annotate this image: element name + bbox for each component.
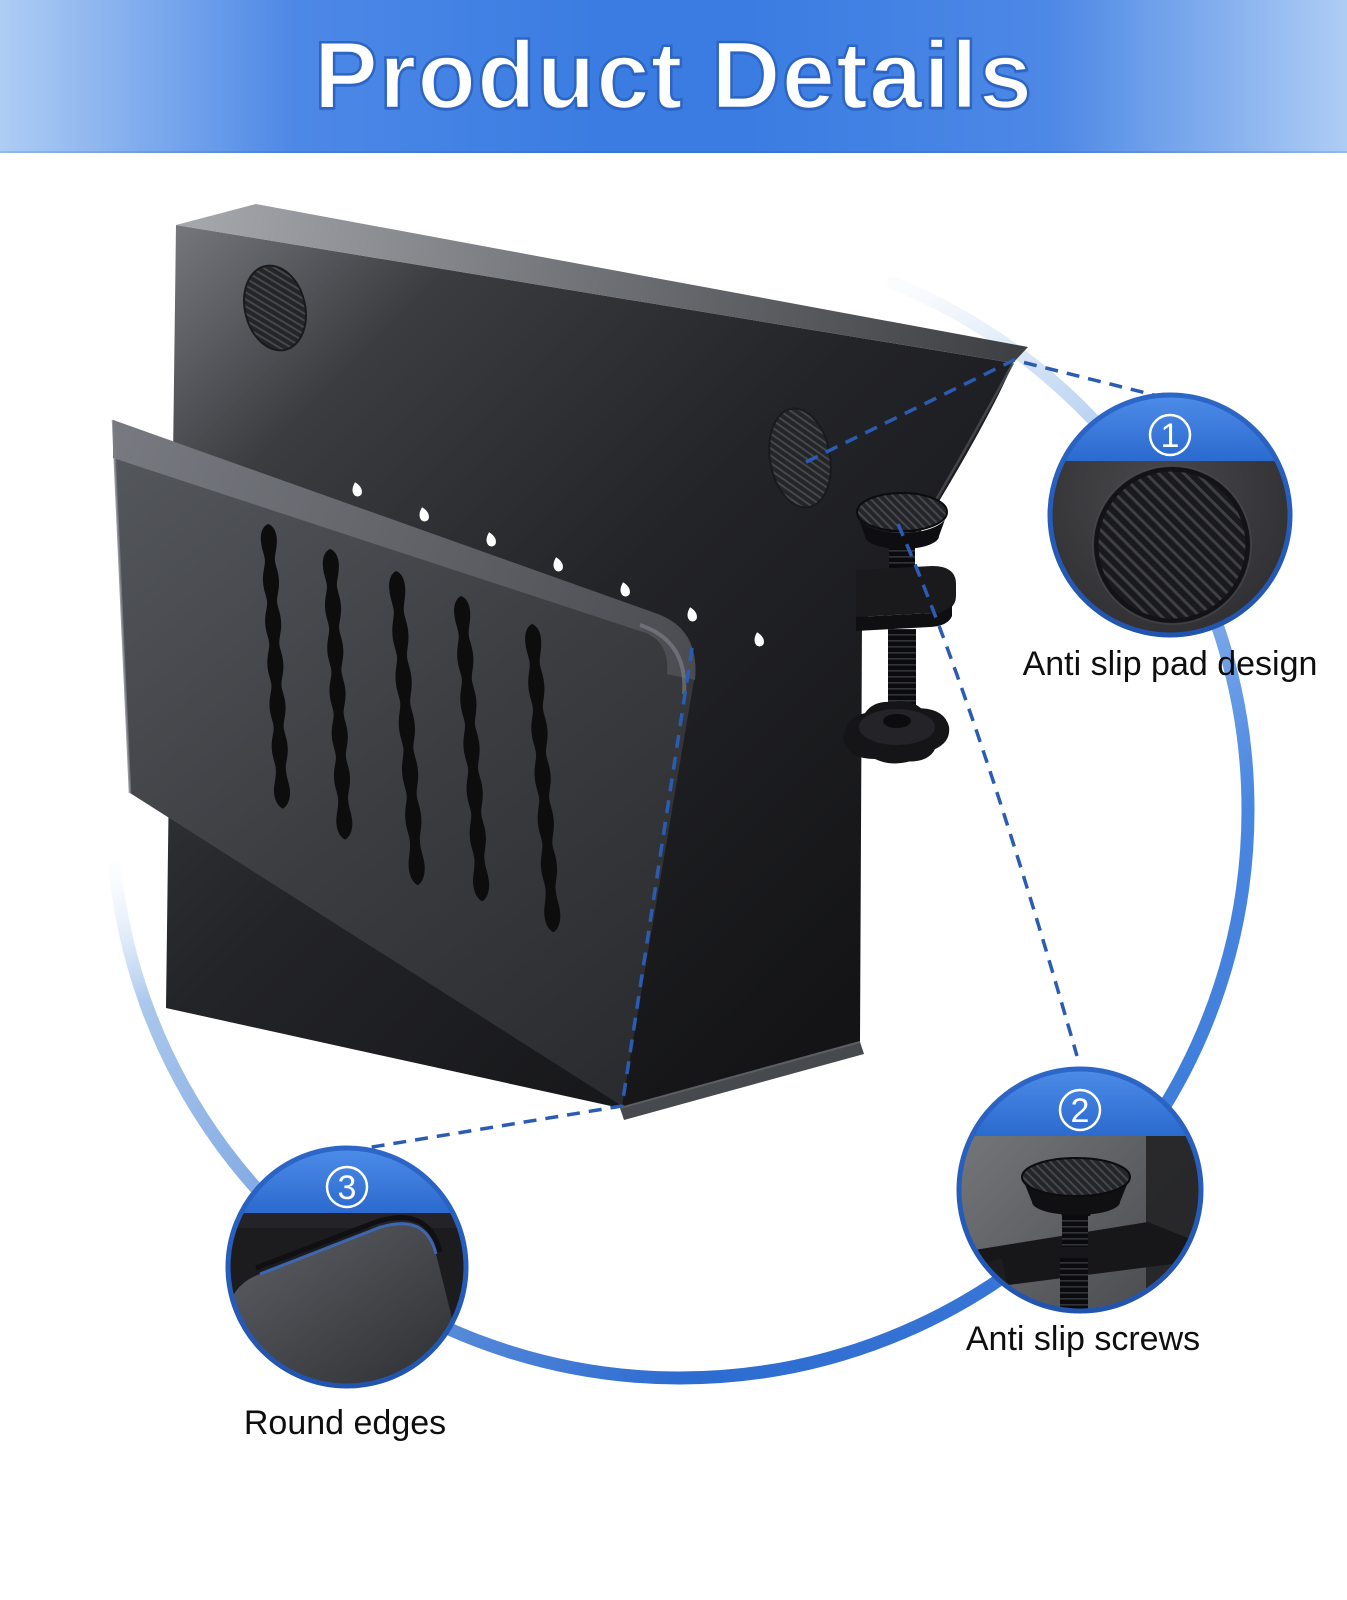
leader-line-1 xyxy=(805,358,1159,464)
clamp-pad-head xyxy=(856,492,948,532)
badge-1-number: 1 xyxy=(1161,417,1180,455)
clamp-arm xyxy=(856,566,956,617)
page-title: Product Details xyxy=(313,21,1034,131)
leader-line-3 xyxy=(353,647,694,1152)
badge-3-number: 3 xyxy=(338,1169,357,1207)
callout-2: 2 xyxy=(956,1066,1204,1314)
callout-3-label: Round edges xyxy=(243,1404,447,1442)
callout-2-label: Anti slip screws xyxy=(965,1320,1201,1358)
callout-1: 1 xyxy=(1047,392,1293,638)
front-tray xyxy=(111,419,696,1106)
clamp-knob xyxy=(843,700,950,764)
badge-2-number: 2 xyxy=(1071,1092,1090,1130)
circled-number-2-icon: 2 xyxy=(1058,1088,1102,1132)
circled-number-1-icon: 1 xyxy=(1148,413,1192,457)
callout-1-label: Anti slip pad design xyxy=(1022,645,1318,683)
round-edge-highlight xyxy=(639,623,687,695)
circled-number-3-icon: 3 xyxy=(325,1165,369,1209)
leader-line-2 xyxy=(896,523,1079,1057)
round-edge-blue-glow xyxy=(259,1222,438,1276)
clamp-lower-screw xyxy=(888,629,916,705)
header-banner: Product Details xyxy=(0,0,1347,153)
callout-3: 3 xyxy=(225,1145,469,1389)
anti-slip-pad-left xyxy=(243,264,307,352)
anti-slip-pad-right xyxy=(768,407,832,509)
product-image xyxy=(111,204,1028,1120)
